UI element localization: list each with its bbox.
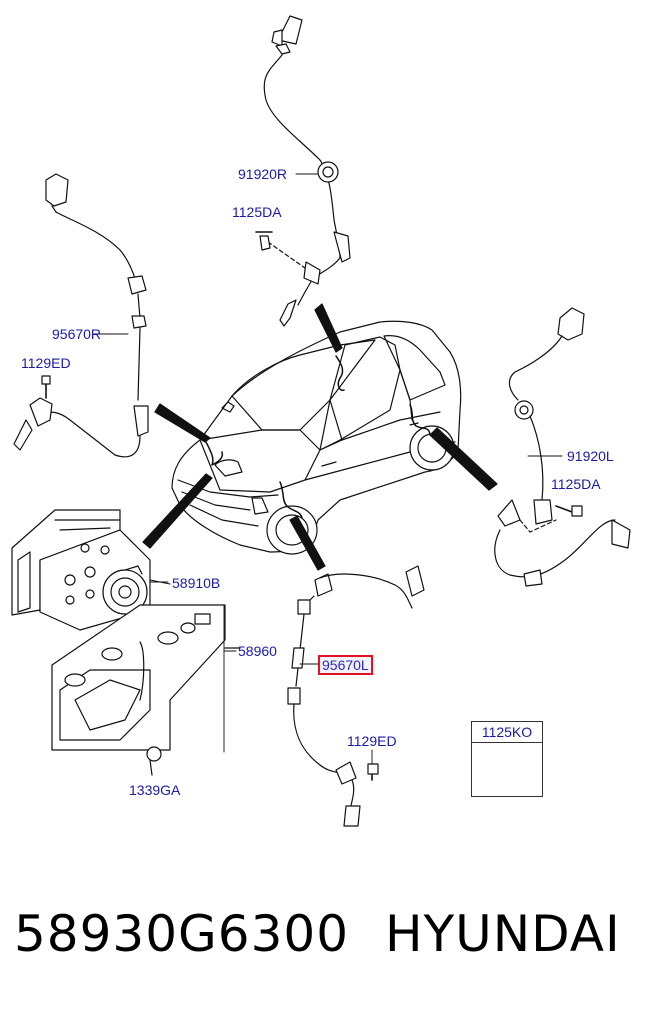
label-95670L-highlighted[interactable]: 95670L <box>318 655 373 675</box>
exploded-parts-diagram <box>11 15 631 827</box>
car-illustration <box>171 320 462 555</box>
sensor-91920R <box>255 15 351 327</box>
pointer-wedges <box>142 303 498 571</box>
label-58960: 58960 <box>238 643 277 659</box>
label-1129ED-left: 1129ED <box>21 355 71 371</box>
label-1339GA: 1339GA <box>129 782 181 798</box>
label-1125DA-top: 1125DA <box>232 204 282 220</box>
label-1129ED-bottom: 1129ED <box>347 733 397 749</box>
sensor-95670L <box>287 565 425 827</box>
label-1125KO: 1125KO <box>472 722 542 743</box>
part-box-1125KO: 1125KO <box>471 721 543 797</box>
part-number: 58930G6300 <box>14 905 350 963</box>
label-1125DA-right: 1125DA <box>551 476 601 492</box>
label-91920R: 91920R <box>238 166 288 182</box>
brand-name: HYUNDAI <box>385 905 621 963</box>
label-58910B: 58910B <box>172 575 221 591</box>
label-91920L: 91920L <box>567 448 614 464</box>
label-95670R: 95670R <box>52 326 102 342</box>
abs-bracket <box>51 604 241 776</box>
abs-hydraulic-unit <box>11 509 171 631</box>
leader-lines <box>93 173 563 765</box>
sensor-91920L <box>494 307 631 587</box>
sensor-95670R <box>13 173 149 458</box>
